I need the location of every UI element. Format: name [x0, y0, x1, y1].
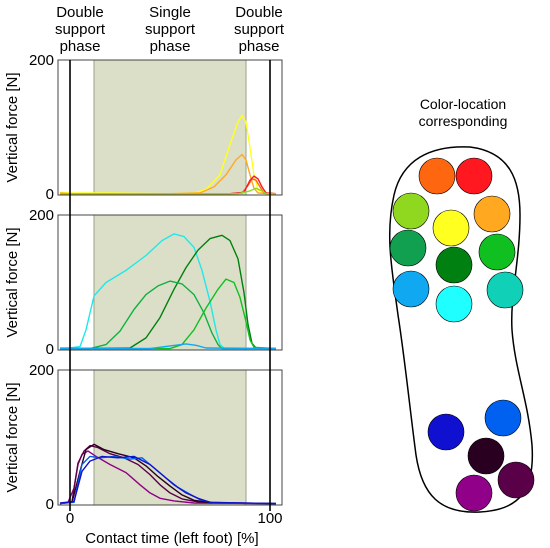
x-axis-label: Contact time (left foot) [%] [85, 530, 258, 547]
y-axis-label: Vertical force [N] [4, 227, 21, 337]
sensor-dot-8 [478, 233, 516, 271]
foot-sensor-legend: Color-location corresponding [388, 96, 535, 513]
sensor-dot-9 [392, 270, 430, 308]
phase-label-2-line-3: phase [150, 38, 191, 55]
sensor-dot-2 [455, 157, 493, 195]
sensor-dot-12 [484, 399, 522, 437]
panel-frame [57, 369, 283, 506]
sensor-dot-1 [418, 157, 456, 195]
y-axis-label: Vertical force [N] [4, 72, 21, 182]
phase-label-3-line-2: support [234, 21, 285, 38]
sensor-dot-3 [392, 192, 430, 230]
phase-labels: DoublesupportphaseSinglesupportphaseDoub… [55, 4, 285, 55]
sensor-dot-10 [435, 285, 473, 323]
sensor-dot-4 [432, 209, 470, 247]
phase-label-2-line-1: Single [149, 4, 191, 21]
panel-frame [57, 59, 283, 196]
force-series-3-5 [59, 455, 277, 505]
sensor-dots [389, 157, 535, 512]
legend-title-line-1: Color-location [420, 96, 506, 112]
phase-label-3-line-1: Double [235, 4, 283, 21]
sensor-dot-14 [467, 437, 505, 475]
y-tick-label: 200 [29, 362, 54, 379]
phase-label-1-line-2: support [55, 21, 106, 38]
sensor-dot-6 [389, 229, 427, 267]
y-tick-label: 0 [46, 496, 54, 513]
phase-label-2-line-2: support [145, 21, 196, 38]
phase-label-1-line-1: Double [56, 4, 104, 21]
sensor-dot-11 [486, 271, 524, 309]
y-tick-label: 200 [29, 52, 54, 69]
y-tick-label: 0 [46, 186, 54, 203]
force-series-1-5 [60, 187, 276, 195]
y-tick-label: 0 [46, 341, 54, 358]
force-series-2-1 [60, 233, 277, 350]
phase-label-3-line-3: phase [239, 38, 280, 55]
y-axis-label: Vertical force [N] [4, 382, 21, 492]
force-series-2-5 [60, 343, 277, 350]
force-series-2-3 [60, 280, 276, 350]
single-support-shading [93, 369, 247, 506]
axis-labels: Contact time (left foot) [%] [85, 530, 258, 547]
x-tick-label: 0 [66, 510, 74, 527]
phase-label-1-line-3: phase [60, 38, 101, 55]
x-tick-label: 100 [257, 510, 282, 527]
sensor-dot-13 [427, 413, 465, 451]
panel-frame [57, 214, 283, 351]
y-tick-label: 200 [29, 207, 54, 224]
sensor-dot-15 [455, 474, 493, 512]
sensor-dot-7 [435, 246, 473, 284]
sensor-dot-5 [473, 195, 511, 233]
single-support-shading [93, 59, 247, 196]
force-series-2-2 [59, 234, 277, 350]
sensor-dot-16 [497, 461, 535, 499]
legend-title-line-2: corresponding [419, 113, 508, 129]
